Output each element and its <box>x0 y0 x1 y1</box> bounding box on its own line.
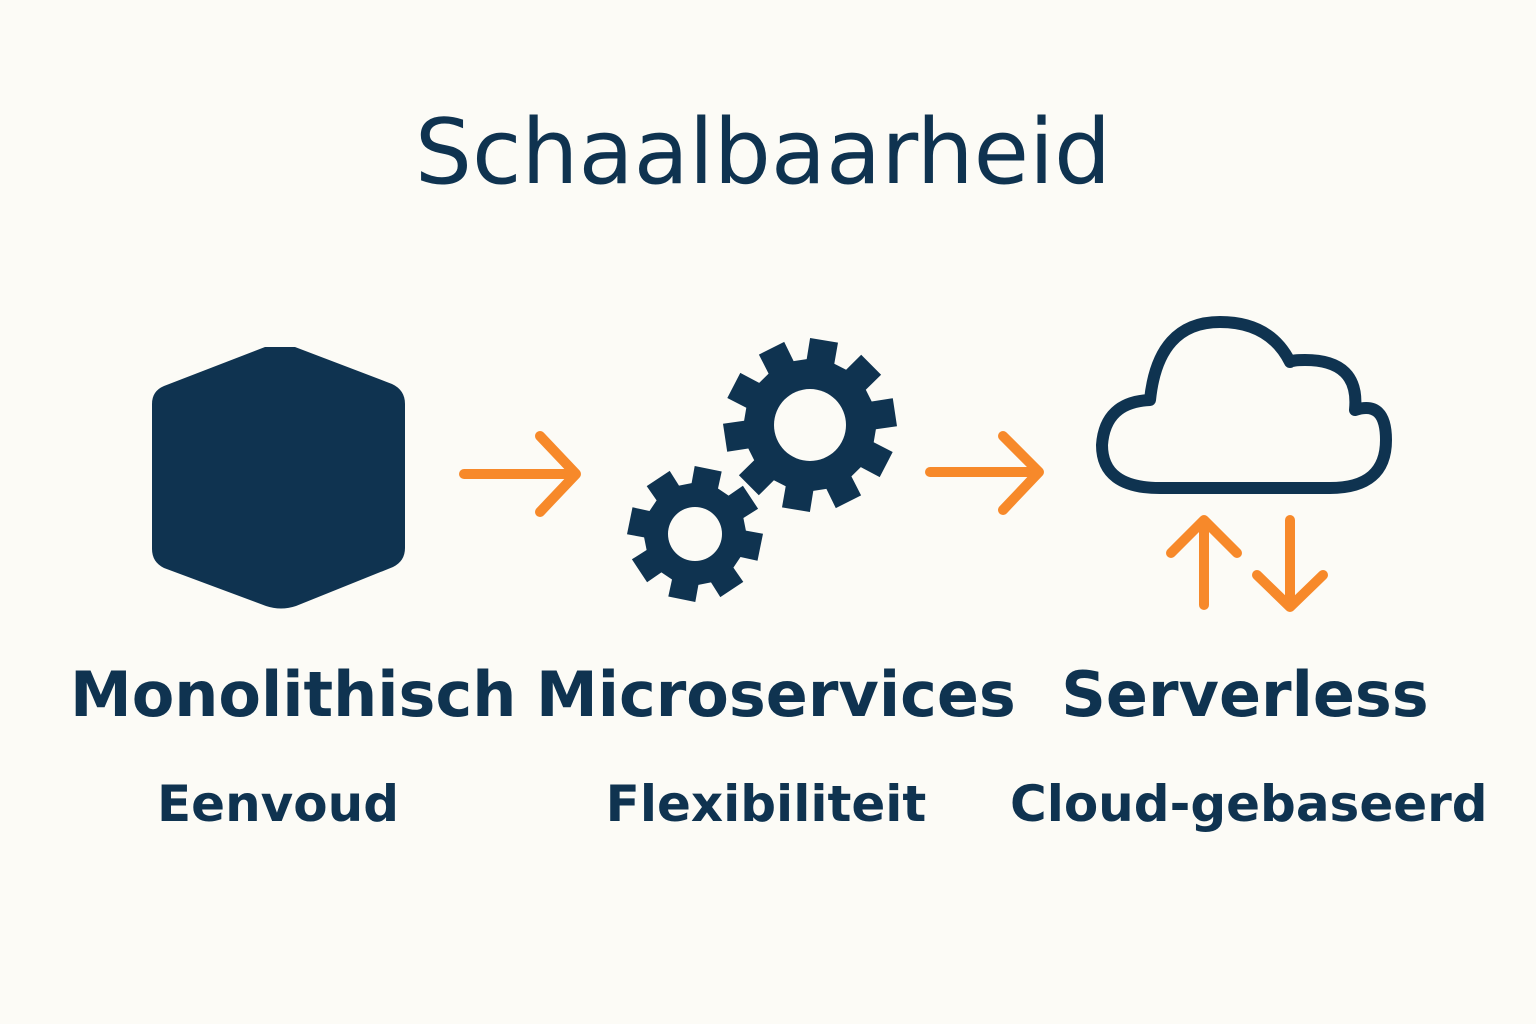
arrow-right-icon <box>925 431 1044 515</box>
arrow-right-icon <box>459 431 581 517</box>
large-gear-icon <box>723 338 897 512</box>
small-gear-icon <box>627 466 763 602</box>
arrow-down-icon <box>1252 515 1328 612</box>
stage-label-serverless: Serverless <box>1061 658 1429 731</box>
hexagon-icon <box>152 347 405 609</box>
gears-icon <box>627 338 897 602</box>
diagram-title: Schaalbaarheid <box>414 100 1112 205</box>
stage-label-microservices: Microservices <box>536 658 1016 731</box>
stage-label-monolithic: Monolithisch <box>70 658 517 731</box>
stage-subtitle-monolithic: Eenvoud <box>157 775 399 833</box>
gear-hole <box>774 389 846 461</box>
arrow-up-icon <box>1166 515 1242 610</box>
cloud-icon <box>1096 316 1392 494</box>
stage-subtitle-serverless: Cloud-gebaseerd <box>1010 775 1488 833</box>
stage-subtitle-microservices: Flexibiliteit <box>605 775 927 833</box>
gear-hole <box>668 507 722 561</box>
